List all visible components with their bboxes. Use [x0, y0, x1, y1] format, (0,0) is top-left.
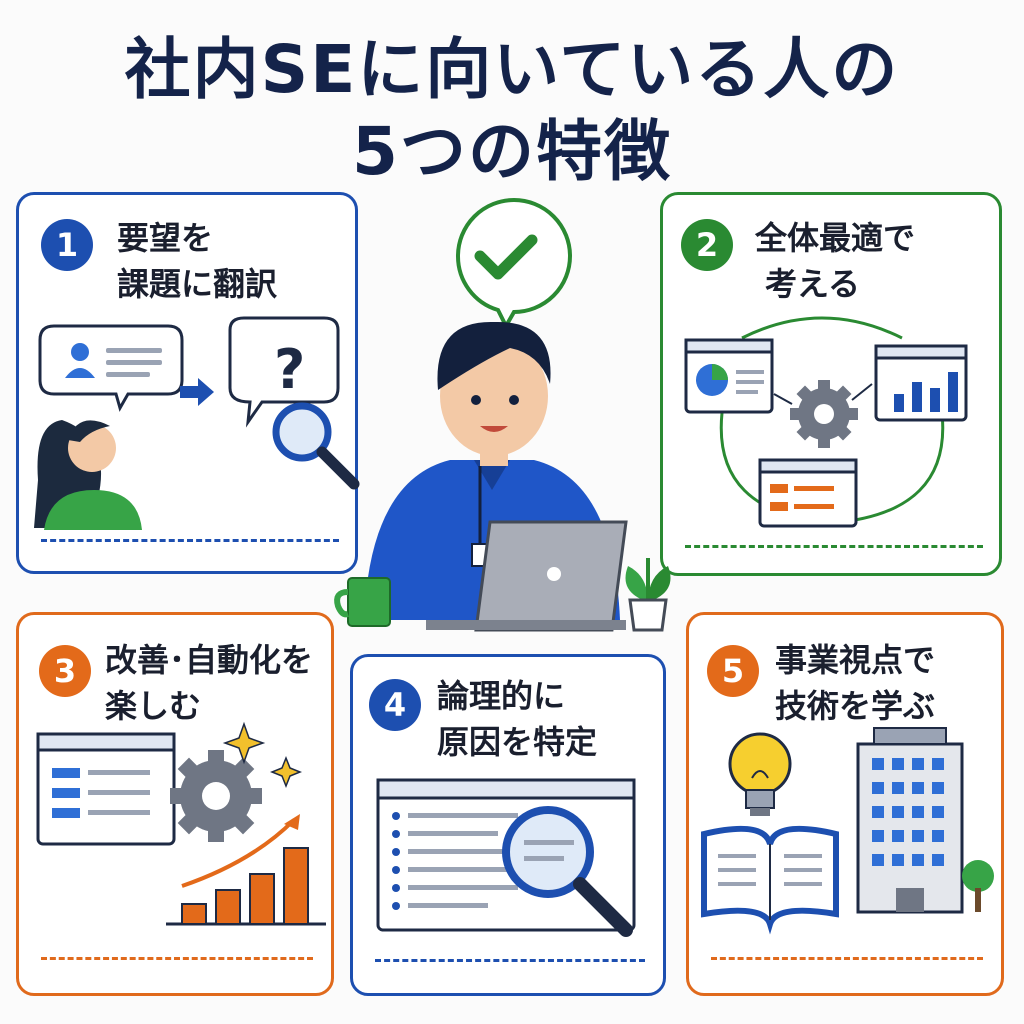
- card-divider: [711, 957, 983, 960]
- card-divider: [41, 957, 313, 960]
- building-icon: [856, 727, 964, 914]
- person-speech-icon: [34, 324, 184, 530]
- card3-illustration: [36, 721, 326, 926]
- growth-chart-icon: [166, 814, 326, 926]
- card-title: 要望を 課題に翻訳: [117, 215, 277, 307]
- card-number-badge: 2: [681, 219, 733, 271]
- plant-icon: [625, 558, 671, 632]
- gear-icon: [773, 380, 873, 448]
- card-title-line2: 原因を特定: [437, 723, 598, 761]
- laptop-icon: [426, 520, 628, 632]
- magnifier-icon: [502, 806, 633, 937]
- card-title-line2: 考える: [765, 265, 861, 303]
- card-number-badge: 3: [39, 645, 91, 697]
- list-window-icon: [36, 732, 176, 846]
- card-number-badge: 1: [41, 219, 93, 271]
- card-title-line1: 改善･自動化を: [105, 641, 314, 679]
- open-book-icon: [701, 825, 839, 935]
- card-title: 全体最適で 考える: [755, 215, 915, 307]
- sparkle-icon: [222, 721, 303, 789]
- card5-illustration: [701, 727, 994, 935]
- chart-window-icon: [684, 338, 774, 414]
- tree-icon: [962, 860, 994, 912]
- card-title-line1: 要望を: [117, 219, 214, 257]
- center-illustration: [364, 198, 628, 632]
- card-title: 論理的に 原因を特定: [437, 673, 597, 765]
- card-divider: [375, 959, 645, 962]
- card-title-line1: 論理的に: [437, 677, 566, 715]
- checkmark-bubble-icon: [455, 198, 572, 331]
- page-title-line2: 5つの特徴: [352, 113, 672, 190]
- card-title-line2: 課題に翻訳: [117, 265, 278, 303]
- card1-illustration: ?: [34, 316, 360, 530]
- card-number-badge: 5: [707, 645, 759, 697]
- page-title-line1: 社内SEに向いている人の: [124, 31, 900, 108]
- card-divider: [41, 539, 339, 542]
- card-title-line1: 事業視点で: [775, 641, 936, 679]
- bar-chart-window-icon: [874, 344, 968, 422]
- magnifier-icon: [272, 402, 360, 490]
- card-title: 改善･自動化を 楽しむ: [105, 637, 313, 729]
- card4-illustration: [376, 778, 636, 937]
- list-window-icon: [758, 458, 858, 528]
- card2-illustration: [684, 316, 968, 528]
- card-title-line1: 全体最適で: [755, 219, 916, 257]
- svg-text:?: ?: [274, 338, 305, 401]
- card-title-line2: 技術を学ぶ: [775, 687, 936, 725]
- card-title-line2: 楽しむ: [105, 687, 202, 725]
- lightbulb-icon: [728, 732, 792, 816]
- card-title: 事業視点で 技術を学ぶ: [775, 637, 935, 729]
- card-divider: [685, 545, 983, 548]
- card-number-badge: 4: [369, 679, 421, 731]
- mug-icon: [334, 577, 391, 627]
- question-bubble-icon: ?: [228, 316, 340, 428]
- gear-icon: [170, 750, 262, 842]
- arrow-right-icon: [180, 378, 214, 406]
